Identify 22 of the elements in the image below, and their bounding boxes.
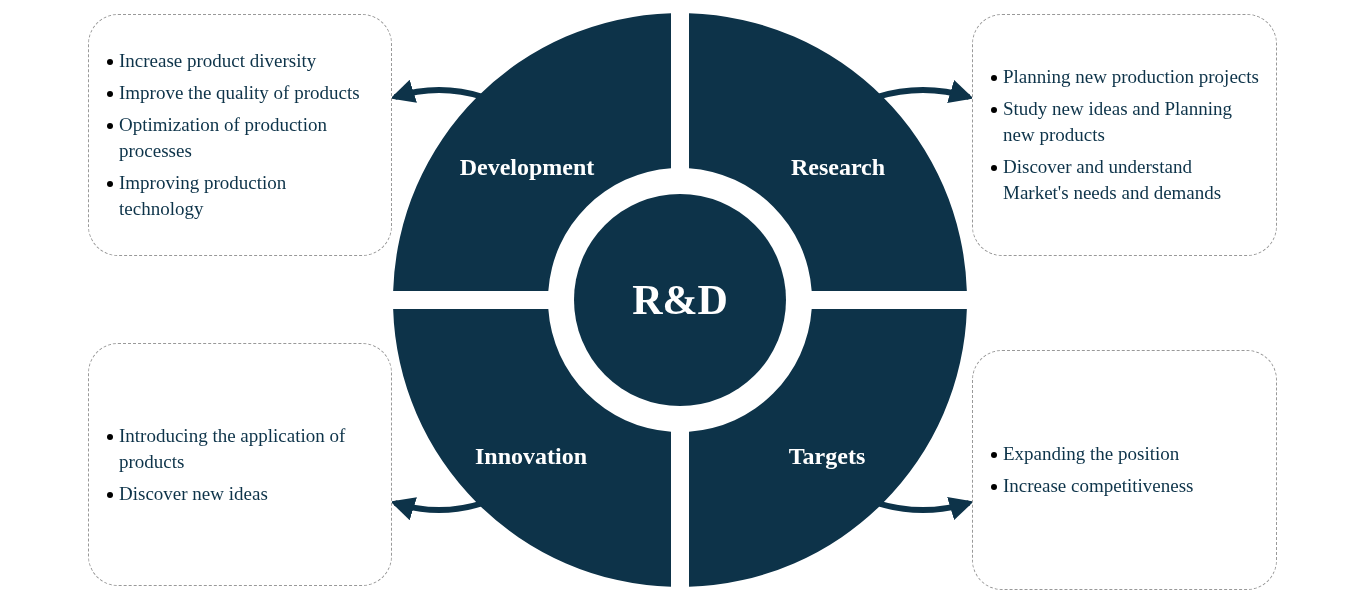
bullet-item: Increase product diversity — [119, 49, 318, 73]
quadrant-label: Research — [790, 153, 886, 181]
callout-box — [88, 343, 392, 586]
bullet-item: Introducing the application of products — [119, 423, 347, 474]
bullet-item: Planning new production projects — [1003, 65, 1260, 89]
curved-arrow — [390, 496, 484, 520]
callout-box — [88, 14, 392, 256]
quadrant-label: Development — [459, 153, 595, 181]
center-circle: R&D — [574, 194, 786, 406]
bullet-item: Discover new ideas — [119, 481, 269, 506]
quadrant-label: Innovation — [475, 442, 587, 470]
callout-box — [972, 350, 1277, 590]
callout-box — [972, 14, 1277, 256]
quadrant-label: Targets — [788, 442, 866, 470]
bullet-item: Expanding the position — [1003, 442, 1181, 466]
bullet-item: Improving production technology — [119, 171, 288, 221]
bullet-item: Study new ideas and Planning new products — [1003, 97, 1234, 147]
bullet-item: Improve the quality of products — [119, 81, 361, 105]
curved-arrow — [390, 80, 484, 104]
bullet-item: Discover and understand Market's needs and demands — [1003, 155, 1223, 205]
bullet-item: Increase competitiveness — [1003, 474, 1195, 498]
bullet-item: Optimization of production processes — [119, 113, 328, 163]
